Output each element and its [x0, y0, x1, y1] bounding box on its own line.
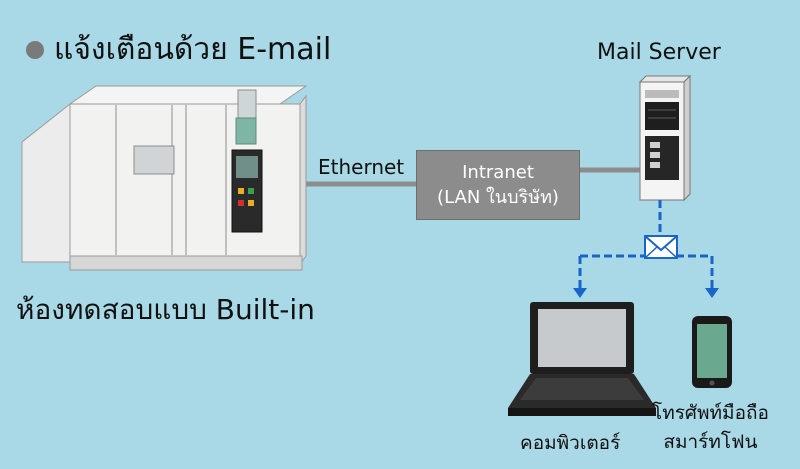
laptop-icon	[508, 302, 656, 416]
diagram-title: แจ้งเตือนด้วย E-mail	[26, 26, 331, 73]
smartphone-label-line2: สมาร์ทโฟน	[663, 431, 758, 453]
mail-arrow-pc	[573, 288, 587, 298]
bullet-icon	[26, 40, 44, 59]
intranet-sublabel: (LAN ในบริษัท)	[437, 187, 559, 208]
ethernet-label: Ethernet	[318, 155, 405, 179]
mail-arrow-phone	[705, 288, 719, 298]
server-icon	[638, 74, 692, 202]
intranet-label: Intranet	[462, 162, 534, 183]
smartphone-icon	[692, 316, 732, 388]
mail-server-label: Mail Server	[597, 40, 721, 65]
smartphone-label-line1: โทรศัพท์มือถือ	[652, 402, 769, 424]
intranet-box: Intranet (LAN ในบริษัท)	[416, 150, 580, 220]
test-chamber-label: ห้องทดสอบแบบ Built-in	[16, 293, 315, 326]
test-chamber-icon	[21, 85, 308, 271]
title-text: แจ้งเตือนด้วย E-mail	[54, 32, 332, 67]
envelope-icon	[644, 235, 678, 259]
computer-label: คอมพิวเตอร์	[520, 432, 621, 454]
smartphone-label: โทรศัพท์มือถือ สมาร์ทโฟน	[652, 399, 769, 457]
